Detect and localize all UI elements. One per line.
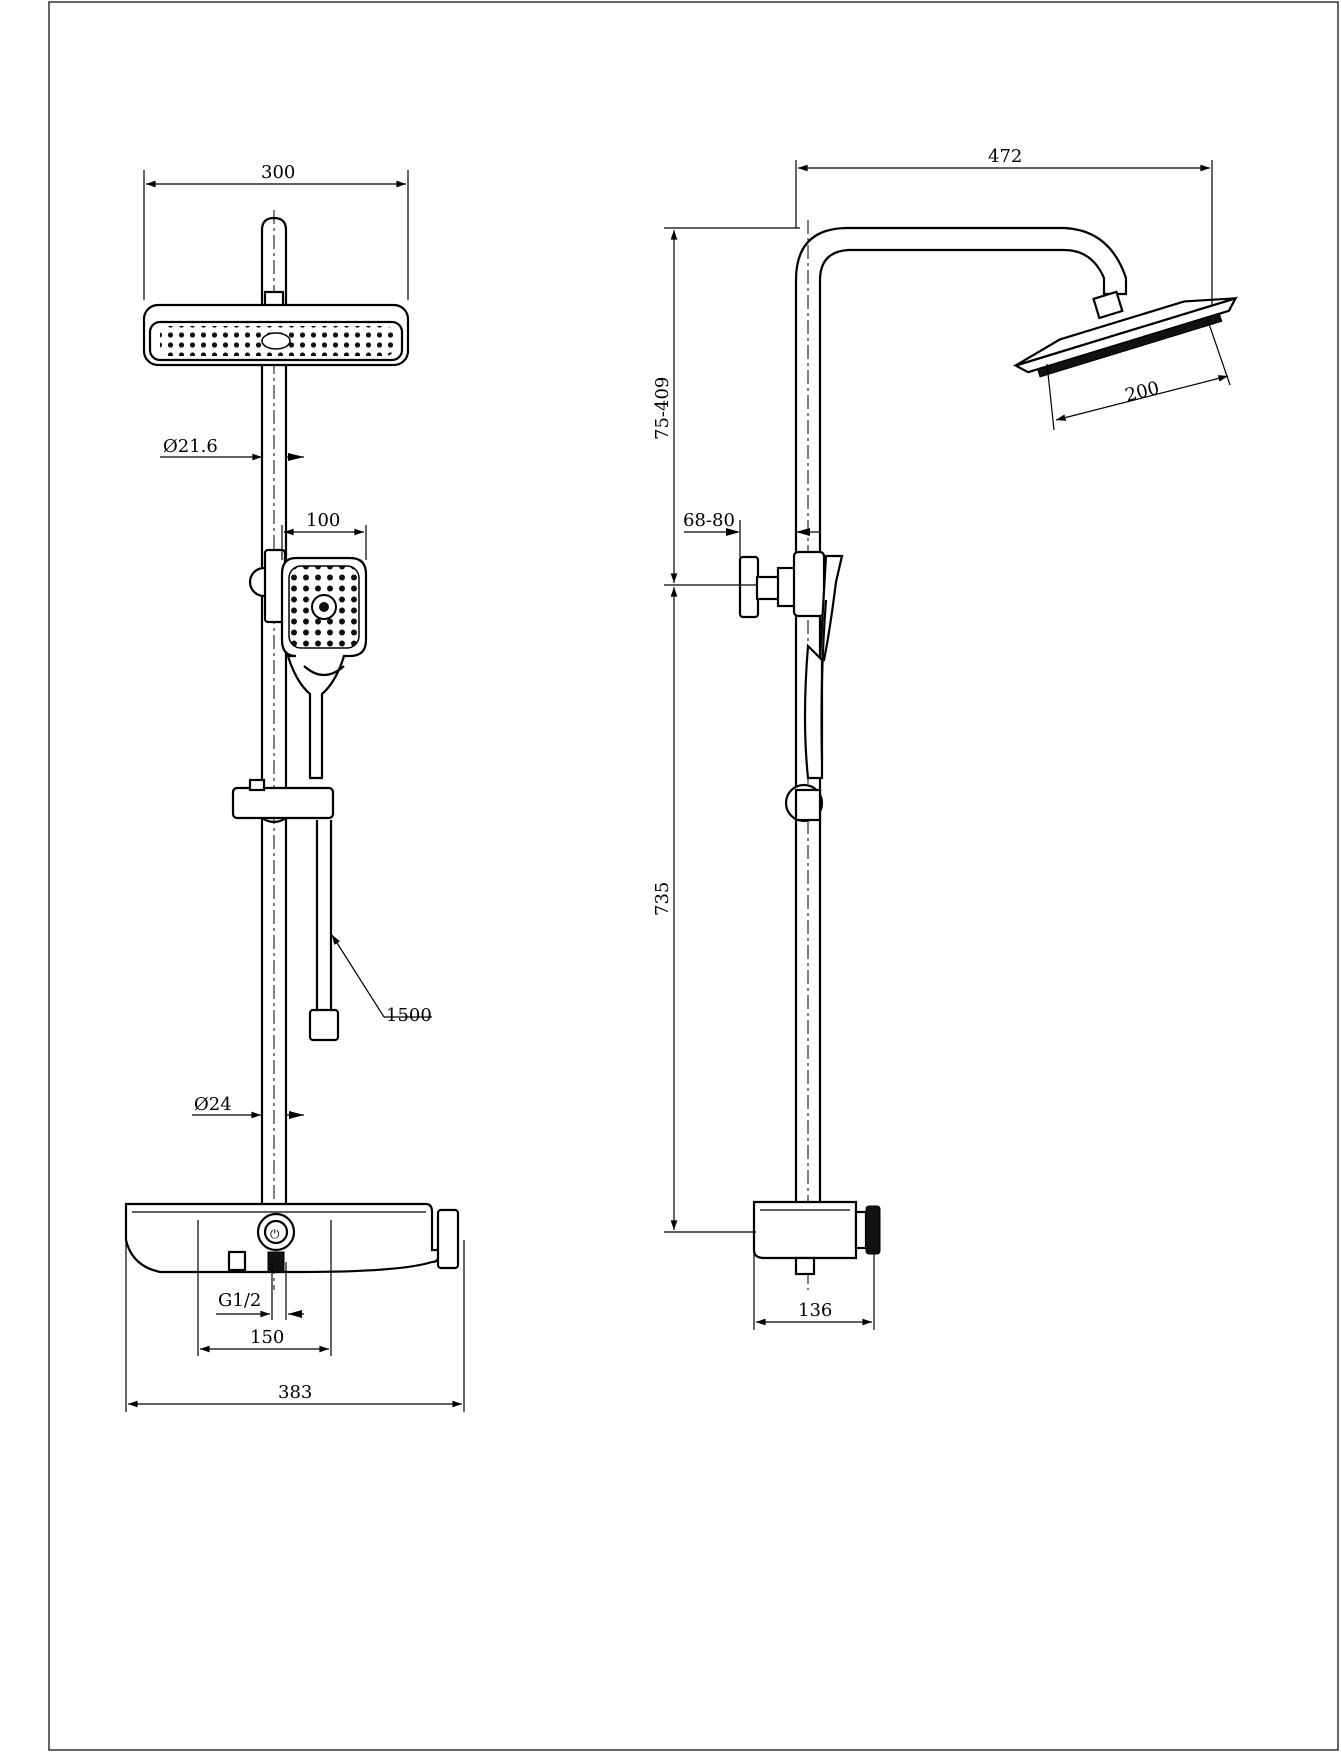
hand-shower-side [792,550,844,780]
dim-riser-height: 735 [652,882,673,916]
dim-hand-shower-width: 100 [306,510,340,531]
mixer-side [752,1200,881,1276]
side-dimensions: 472 200 75-409 68-80 735 136 [652,146,1231,1330]
dim-pipe-diameter-upper: Ø21.6 [163,436,218,457]
dim-hose-length: 1500 [386,1005,432,1026]
dim-inlet-thread: G1/2 [218,1290,261,1311]
dim-overhead-width: 300 [261,162,295,183]
svg-text:⏻: ⏻ [270,1227,280,1241]
front-view: ⏻ [124,210,460,1290]
thermostatic-mixer: ⏻ [124,1202,460,1274]
dim-mixer-depth: 136 [798,1300,832,1321]
front-dimensions: 300 Ø21.6 100 1500 Ø24 G1/2 150 [125,162,465,1412]
side-view [738,220,1238,1290]
dim-wall-offset: 68-80 [683,510,735,531]
slider-side [784,783,824,823]
gooseneck-arm [794,226,1128,1206]
hand-shower [280,556,368,780]
dim-arm-reach: 472 [988,146,1022,167]
hose [308,820,340,1042]
sheet-border [48,1,1339,1751]
dim-height-adjust: 75-409 [652,377,673,440]
wall-bracket [738,555,798,619]
dim-overhead-diameter: 200 [1123,378,1161,407]
dim-mixer-width: 383 [278,1382,312,1403]
hand-shower-holder [248,548,287,624]
dim-pipe-diameter-lower: Ø24 [194,1094,232,1115]
dim-inlet-spacing: 150 [250,1327,284,1348]
overhead-shower-side [1012,290,1238,378]
overhead-shower [142,303,410,367]
slider-clamp [231,778,335,824]
